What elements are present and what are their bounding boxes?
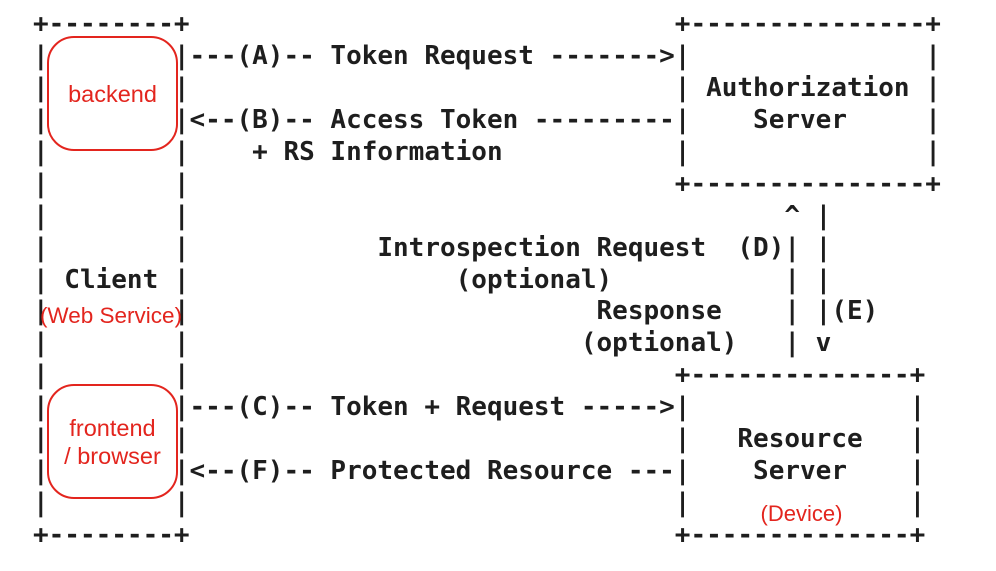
frontend-label-line2: / browser [64,442,161,469]
resource-device-label: (Device) [760,501,843,526]
backend-label: backend [68,80,157,107]
frontend-annotation-box: frontend / browser [47,384,178,499]
ascii-art: +--------+ +---------------+ | |---(A)--… [33,9,941,550]
backend-annotation-box: backend [47,36,178,151]
client-web-service-label: (Web Service) [39,303,183,328]
frontend-label: frontend / browser [64,414,161,470]
frontend-label-line1: frontend [69,414,156,441]
